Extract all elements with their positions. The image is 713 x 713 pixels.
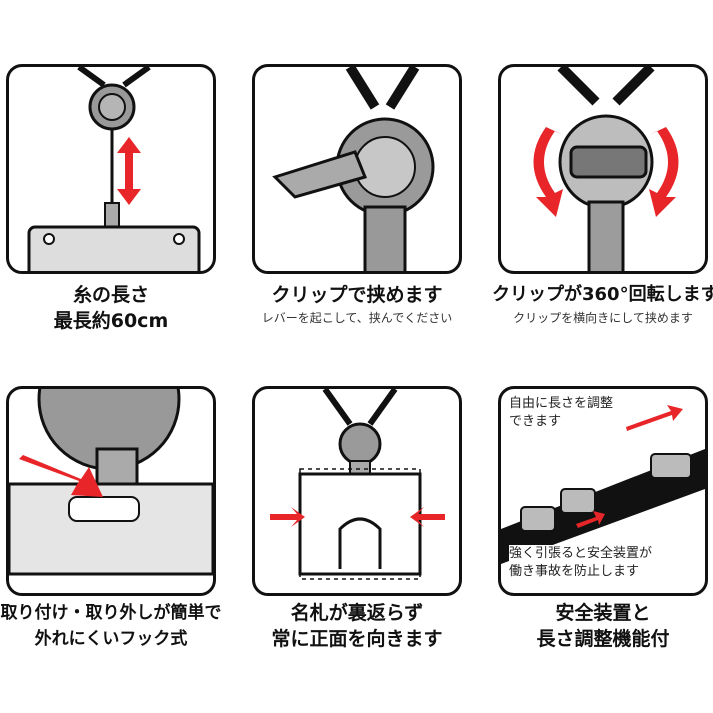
panel-1-title-line-1: 糸の長さ: [72, 284, 149, 306]
panel-cord-length: [6, 64, 216, 274]
panel-hook: [6, 386, 216, 596]
panel-safety-adjust: 自由に長さを調整 できます 強く引張ると安全装置が 働き事故を防止します: [498, 386, 708, 596]
panel-clip: [252, 64, 462, 274]
hook-attach-icon: [9, 389, 213, 576]
panel-6-title-line-2: 長さ調整機能付: [536, 628, 670, 650]
panel-6-title-line-1: 安全装置と: [555, 602, 651, 624]
panel-6-top-label-line-2: できます: [509, 413, 562, 431]
panel-1-title-line-2: 最長約60cm: [53, 310, 169, 332]
panel-3-subtitle: クリップを横向きにして挟めます: [513, 311, 693, 325]
panel-4-title-line-2: 外れにくいフック式: [34, 629, 188, 649]
panel-6-bottom-label-line-1: 強く引張ると安全装置が: [509, 545, 653, 563]
panel-rotating-clip: [498, 64, 708, 274]
panel-flip-prevention: [252, 386, 462, 596]
flip-prevent-icon: [270, 389, 445, 580]
panel-5-title-line-2: 常に正面を向きます: [271, 628, 443, 650]
clip-lever-icon: [272, 67, 435, 271]
panel-6-bottom-label-line-2: 働き事故を防止します: [509, 563, 640, 581]
safety-buckle-icon: [501, 405, 705, 564]
retractable-reel-icon: [27, 67, 201, 271]
panel-3-title: クリップが360°回転します: [492, 284, 713, 305]
panel-4-title-line-1: 取り付け・取り外しが簡単で: [0, 603, 222, 623]
panel-6-top-label-line-1: 自由に長さを調整: [509, 395, 614, 413]
panel-5-title-line-1: 名札が裏返らず: [290, 602, 424, 624]
rotating-clip-icon: [533, 67, 679, 271]
panel-2-title: クリップで挟めます: [271, 284, 443, 306]
panel-2-subtitle: レバーを起こして、挟んでください: [261, 311, 453, 325]
